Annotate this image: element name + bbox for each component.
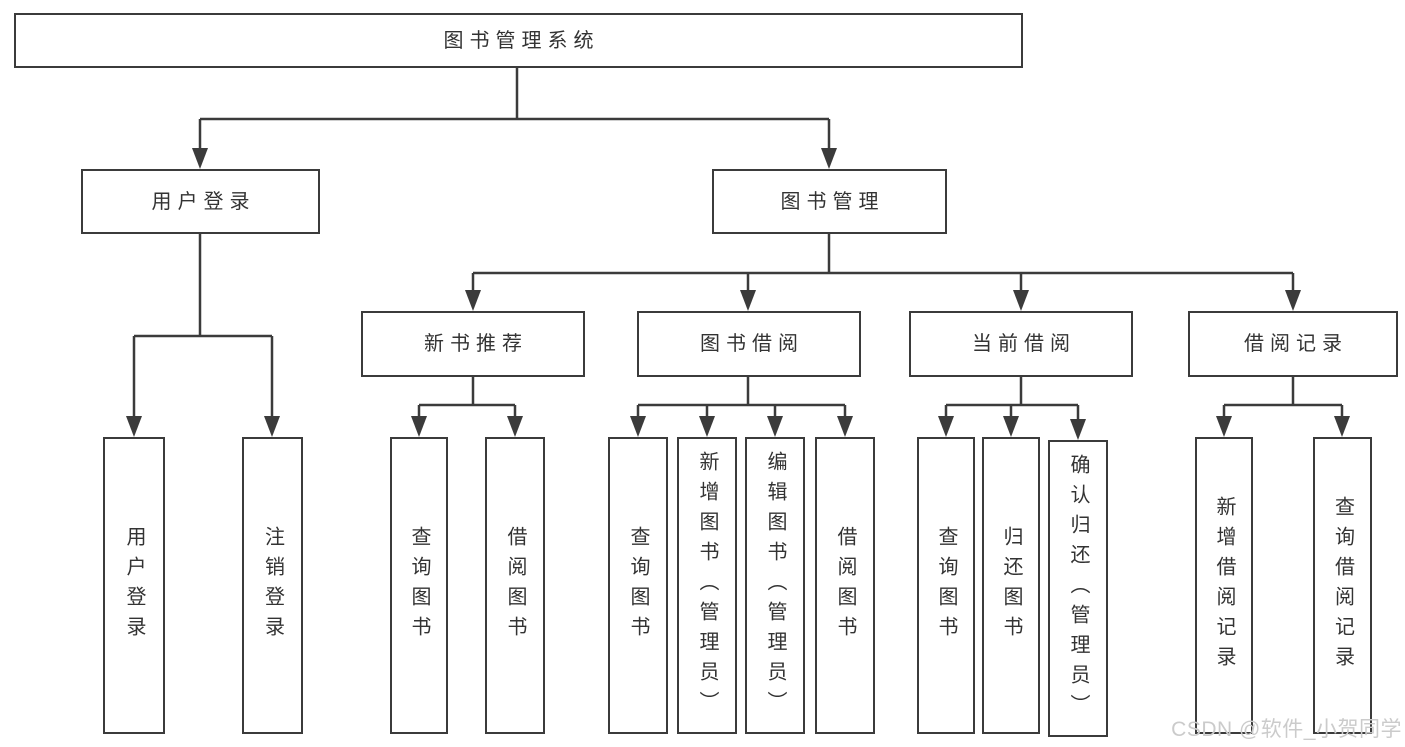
node-borrowing-query-book: 查询图书 <box>608 437 668 734</box>
node-label: 借阅图书 <box>834 525 856 646</box>
node-label: 新书推荐 <box>424 333 528 355</box>
node-label: 当前借阅 <box>972 333 1076 355</box>
arrow-down-icon <box>465 290 481 311</box>
arrow-down-icon <box>1013 290 1029 311</box>
node-current-return-book: 归还图书 <box>982 437 1040 734</box>
node-current-query-book: 查询图书 <box>917 437 975 734</box>
node-label: 查询图书 <box>408 525 430 646</box>
node-borrowing-add-book-admin: 新增图书（管理员） <box>677 437 737 734</box>
node-label: 图书管理系统 <box>443 29 600 52</box>
node-borrowing-records: 借阅记录 <box>1188 311 1398 377</box>
node-new-book-recommendation: 新书推荐 <box>361 311 585 377</box>
csdn-watermark: CSDN @软件_小贺同学 <box>1171 718 1402 741</box>
arrow-down-icon <box>699 416 715 437</box>
arrow-down-icon <box>1285 290 1301 311</box>
arrow-down-icon <box>1003 416 1019 437</box>
arrow-down-icon <box>126 416 142 437</box>
connector-new-book-to-leaves <box>411 377 523 437</box>
node-label: 查询图书 <box>935 525 957 646</box>
node-book-borrowing: 图书借阅 <box>637 311 861 377</box>
connector-current-borrow-to-leaves <box>938 377 1086 440</box>
arrow-down-icon <box>1216 416 1232 437</box>
node-label: 借阅图书 <box>504 525 526 646</box>
node-library-management-system: 图书管理系统 <box>14 13 1023 68</box>
node-record-add-borrow-record: 新增借阅记录 <box>1195 437 1253 734</box>
arrow-down-icon <box>740 290 756 311</box>
node-label: 编辑图书（管理员） <box>764 450 786 721</box>
node-borrowing-borrow-book: 借阅图书 <box>815 437 875 734</box>
node-label: 图书管理 <box>780 190 885 213</box>
node-current-borrowing: 当前借阅 <box>909 311 1133 377</box>
arrow-down-icon <box>767 416 783 437</box>
node-leaf-logout: 注销登录 <box>242 437 303 734</box>
node-label: 新增图书（管理员） <box>696 450 718 721</box>
node-borrowing-edit-book-admin: 编辑图书（管理员） <box>745 437 805 734</box>
node-label: 查询图书 <box>627 525 649 646</box>
connector-user-login-to-leaves <box>126 234 280 437</box>
arrow-down-icon <box>264 416 280 437</box>
node-newbook-query-book: 查询图书 <box>390 437 448 734</box>
node-book-management: 图书管理 <box>712 169 947 234</box>
arrow-down-icon <box>507 416 523 437</box>
node-label: 图书借阅 <box>700 333 804 355</box>
node-record-query-borrow-record: 查询借阅记录 <box>1313 437 1372 734</box>
node-label: 查询借阅记录 <box>1331 495 1354 676</box>
node-label: 新增借阅记录 <box>1213 495 1235 676</box>
connector-root-to-level2 <box>192 68 837 169</box>
node-label: 归还图书 <box>1000 525 1022 646</box>
node-user-login: 用户登录 <box>81 169 320 234</box>
node-newbook-borrow-book: 借阅图书 <box>485 437 545 734</box>
connector-book-borrow-to-leaves <box>630 377 853 437</box>
node-leaf-user-login: 用户登录 <box>103 437 165 734</box>
connector-borrow-record-to-leaves <box>1216 377 1350 437</box>
arrow-down-icon <box>1334 416 1350 437</box>
node-current-confirm-return-admin: 确认归还（管理员） <box>1048 440 1108 737</box>
connector-book-mgmt-to-level3 <box>465 234 1301 311</box>
arrow-down-icon <box>411 416 427 437</box>
arrow-down-icon <box>630 416 646 437</box>
arrow-down-icon <box>1070 419 1086 440</box>
arrow-down-icon <box>938 416 954 437</box>
node-label: 确认归还（管理员） <box>1067 453 1089 724</box>
arrow-down-icon <box>821 148 837 169</box>
node-label: 注销登录 <box>261 525 284 646</box>
node-label: 用户登录 <box>123 525 145 646</box>
arrow-down-icon <box>837 416 853 437</box>
node-label: 借阅记录 <box>1244 333 1348 355</box>
arrow-down-icon <box>192 148 208 169</box>
node-label: 用户登录 <box>151 190 256 213</box>
